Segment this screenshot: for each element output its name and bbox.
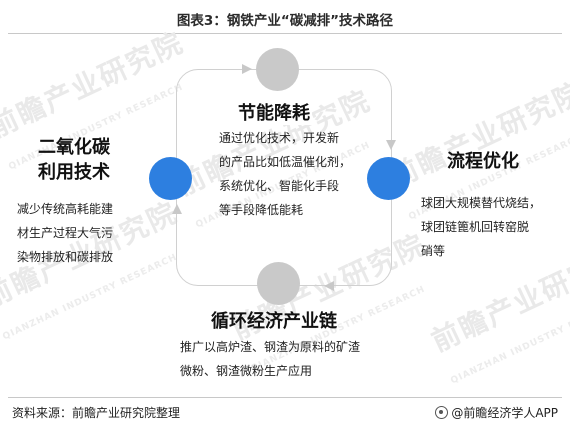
brand-credit: @前瞻经济学人APP bbox=[435, 404, 558, 421]
node-bottom-heading: 循环经济产业链 bbox=[211, 311, 337, 332]
node-left-circle bbox=[149, 157, 192, 200]
bottom-divider bbox=[8, 397, 562, 398]
source-note: 资料来源：前瞻产业研究院整理 bbox=[12, 406, 181, 420]
top-divider bbox=[8, 33, 562, 34]
qianzhan-logo-icon bbox=[435, 406, 449, 419]
node-right-circle bbox=[367, 157, 410, 200]
node-top-description: 通过优化技术，开发新 的产品比如低温催化剂， 系统优化、智能化手段 等手段降低能… bbox=[219, 131, 352, 217]
arrow-right-icon bbox=[242, 64, 252, 74]
node-top-circle bbox=[256, 48, 299, 91]
arrow-left-icon bbox=[324, 281, 334, 291]
node-bottom-description: 推广以高炉渣、钢渣为原料的矿渣 微粉、钢渣微粉生产应用 bbox=[180, 340, 361, 378]
node-right-description: 球团大规模替代烧结， 球团链篦机回转窑脱 硝等 bbox=[421, 196, 542, 258]
node-left-heading: 二氧化碳 利用技术 bbox=[38, 137, 110, 183]
node-left-description: 减少传统高耗能建 材生产过程大气污 染物排放和碳排放 bbox=[17, 202, 114, 264]
chart-title: 图表3：钢铁产业“碳减排”技术路径 bbox=[176, 13, 394, 29]
arrow-up-icon bbox=[172, 204, 182, 214]
node-top-heading: 节能降耗 bbox=[236, 99, 312, 125]
arrow-down-icon bbox=[386, 140, 396, 150]
node-bottom-circle bbox=[257, 262, 300, 305]
node-right-heading: 流程优化 bbox=[447, 151, 519, 172]
